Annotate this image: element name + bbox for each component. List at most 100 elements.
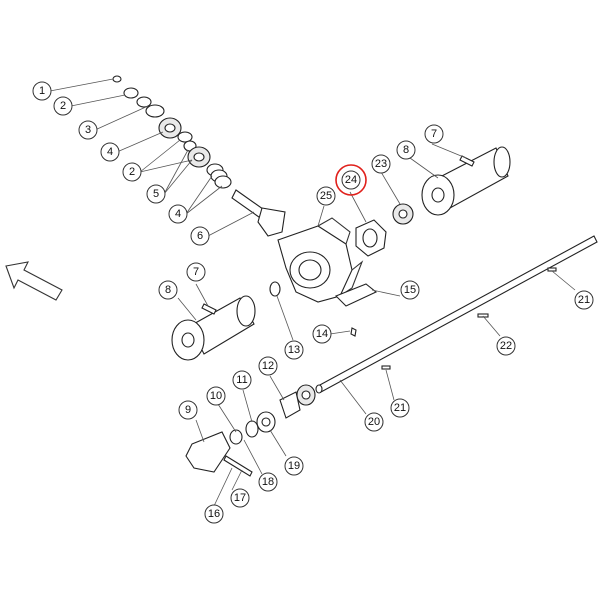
callout-circle — [232, 370, 252, 390]
callout-circle — [100, 142, 120, 162]
callout-23: 23 — [371, 154, 391, 174]
callout-15: 15 — [400, 280, 420, 300]
key-center — [477, 313, 489, 318]
callout-number: 8 — [403, 144, 409, 156]
callout-number: 14 — [316, 328, 328, 340]
callout-number: 4 — [175, 208, 181, 220]
callout-circle — [364, 412, 384, 432]
callout-circle — [400, 280, 420, 300]
callout-20: 20 — [364, 412, 384, 432]
flange-hub-right — [421, 146, 511, 216]
drive-shaft — [315, 235, 598, 394]
callout-22: 22 — [496, 336, 516, 356]
callout-number: 2 — [60, 100, 66, 112]
callout-number: 12 — [262, 360, 274, 372]
callout-circle — [424, 124, 444, 144]
callout-circle — [146, 184, 166, 204]
callout-circle — [190, 226, 210, 246]
callout-circle — [122, 162, 142, 182]
callout-25: 25 — [316, 186, 336, 206]
gasket — [335, 283, 378, 307]
callout-4: 4 — [168, 204, 188, 224]
direction-arrow-icon — [5, 261, 63, 301]
key-left — [381, 365, 391, 370]
callout-number: 16 — [208, 508, 220, 520]
roll-pin — [223, 455, 253, 477]
callout-circle — [158, 280, 178, 300]
callout-number: 15 — [404, 284, 416, 296]
callout-number: 11 — [236, 374, 247, 386]
callout-12: 12 — [258, 356, 278, 376]
callout-number: 1 — [39, 85, 45, 97]
callout-circle — [316, 186, 336, 206]
callout-21: 21 — [390, 398, 410, 418]
callout-1: 1 — [32, 81, 52, 101]
callout-number: 4 — [107, 146, 113, 158]
callout-circle — [178, 400, 198, 420]
bolt-right — [459, 155, 475, 167]
callout-number: 10 — [210, 390, 222, 402]
callout-7: 7 — [186, 262, 206, 282]
callout-number: 20 — [368, 416, 380, 428]
callout-4: 4 — [100, 142, 120, 162]
callout-number: 25 — [320, 190, 332, 202]
callout-circle — [574, 290, 594, 310]
callout-circle — [390, 398, 410, 418]
callout-number: 5 — [153, 188, 159, 200]
callout-3: 3 — [78, 120, 98, 140]
callout-number: 24 — [345, 174, 357, 186]
callout-8: 8 — [396, 140, 416, 160]
callout-19: 19 — [284, 456, 304, 476]
pinion-gear — [257, 207, 286, 237]
callout-circle — [496, 336, 516, 356]
callout-circle — [186, 262, 206, 282]
callout-number: 21 — [578, 294, 590, 306]
callout-6: 6 — [190, 226, 210, 246]
callout-9: 9 — [178, 400, 198, 420]
seal-ring — [145, 104, 165, 118]
gear-housing — [277, 217, 364, 303]
callout-11: 11 — [232, 370, 252, 390]
lower-gear-assembly — [185, 384, 316, 477]
callout-circle — [53, 96, 73, 116]
bevel-gear — [355, 219, 387, 257]
callout-circle — [371, 154, 391, 174]
callout-circle — [78, 120, 98, 140]
callout-number: 6 — [197, 230, 203, 242]
callout-number: 17 — [234, 492, 246, 504]
spring-coil-3 — [214, 175, 232, 189]
callout-number: 2 — [129, 166, 135, 178]
circlip — [136, 96, 152, 108]
callout-circle — [312, 324, 332, 344]
callout-circle — [258, 472, 278, 492]
callout-circle — [284, 340, 304, 360]
callout-circle — [396, 140, 416, 160]
callout-number: 3 — [85, 124, 91, 136]
callout-circle — [204, 504, 224, 524]
callout-circle — [32, 81, 52, 101]
leader-lines — [49, 78, 576, 507]
callout-circle — [284, 456, 304, 476]
seal-ring-13 — [269, 281, 281, 297]
yoke-coupling — [185, 431, 231, 473]
flange-hub-left — [171, 295, 256, 361]
callout-5: 5 — [146, 184, 166, 204]
callout-number: 9 — [185, 404, 191, 416]
callout-circle — [258, 356, 278, 376]
callout-17: 17 — [230, 488, 250, 508]
callout-16: 16 — [204, 504, 224, 524]
callout-number: 22 — [500, 340, 512, 352]
screw — [350, 327, 357, 337]
bolt-left — [201, 303, 217, 315]
callout-number: 13 — [288, 344, 300, 356]
callout-7: 7 — [424, 124, 444, 144]
callout-2: 2 — [122, 162, 142, 182]
callout-10: 10 — [206, 386, 226, 406]
snap-ring-small — [112, 75, 122, 83]
callout-number: 18 — [262, 476, 274, 488]
o-ring — [123, 87, 139, 99]
callout-24: 24 — [335, 164, 367, 196]
callout-14: 14 — [312, 324, 332, 344]
